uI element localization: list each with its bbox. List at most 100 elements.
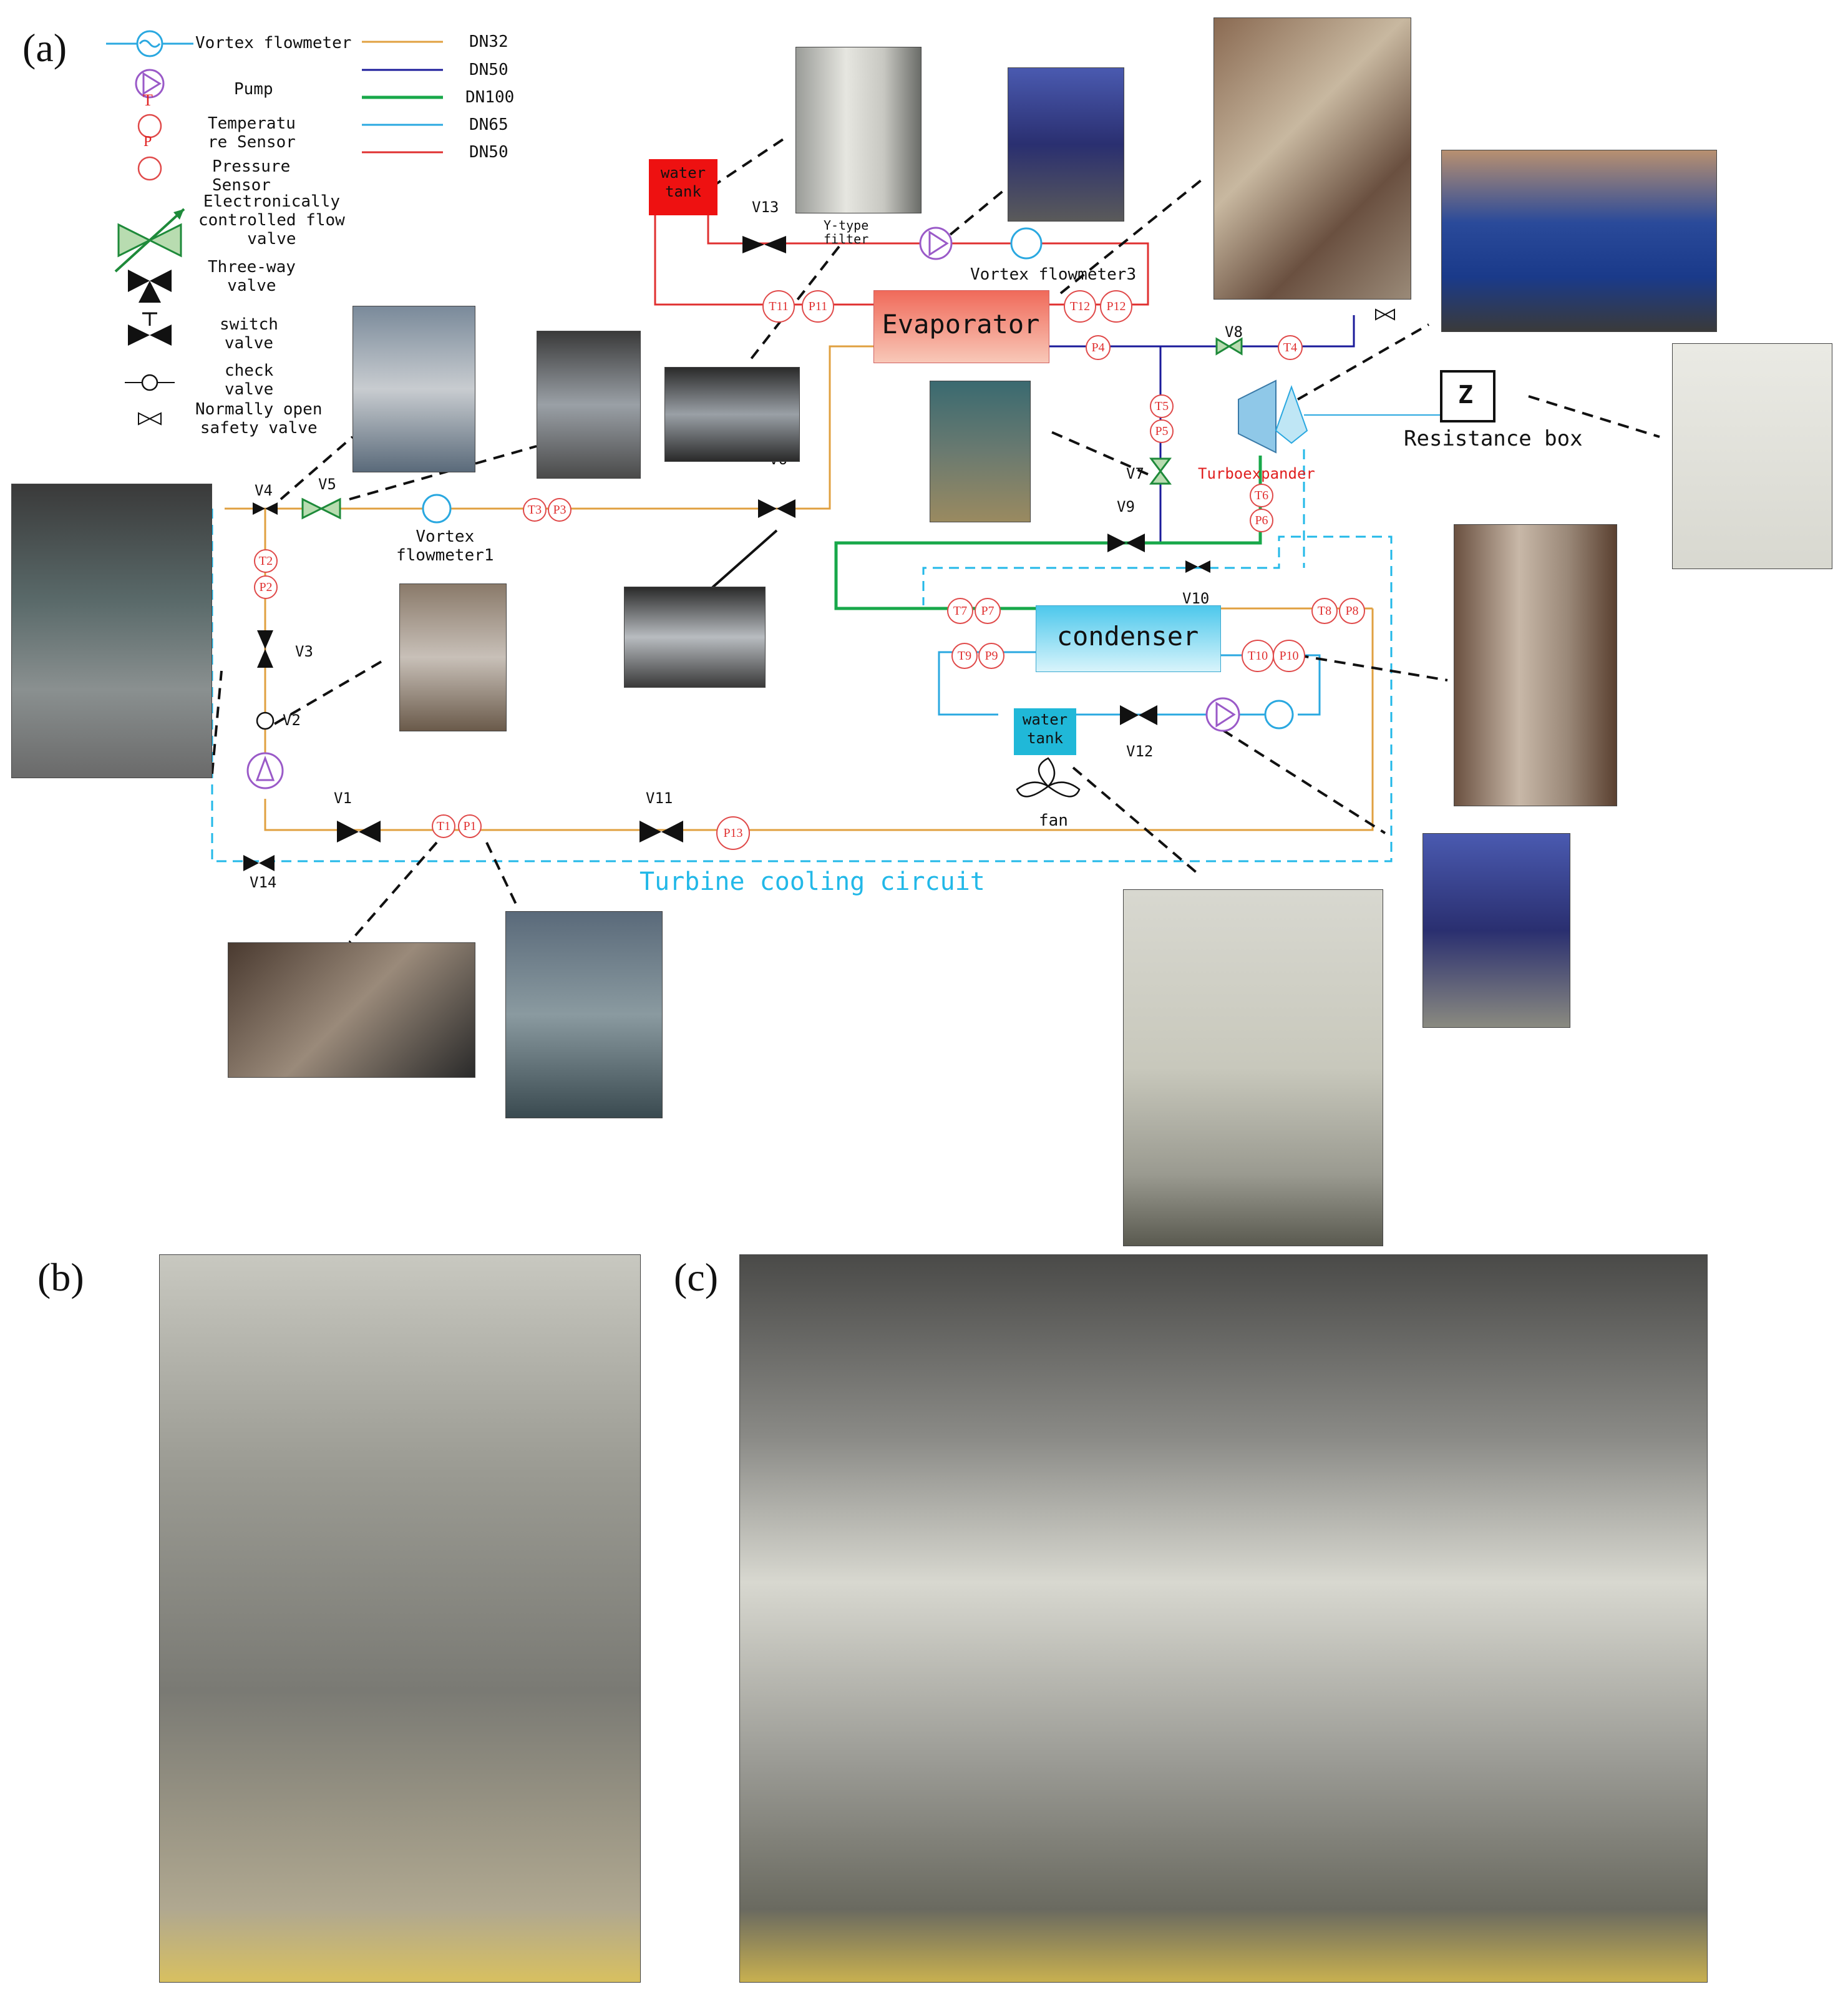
switch-valve-photo xyxy=(624,587,766,688)
legend-pipe-dn100: DN100 xyxy=(465,88,515,107)
turboexpander-photo xyxy=(1441,150,1717,332)
sensor-t11: T11 xyxy=(762,290,795,323)
safety-valve-icon xyxy=(138,412,152,426)
top-water-tank xyxy=(649,159,717,215)
turboexpander-label: Turboexpander xyxy=(1198,465,1315,482)
valve-v5: V5 xyxy=(318,476,336,493)
legend-p-symbol: P xyxy=(143,134,152,150)
cooling-tower-photo xyxy=(1123,889,1383,1246)
valve-v3: V3 xyxy=(295,643,313,660)
pipe-legend-lines xyxy=(362,41,443,154)
valve-v12: V12 xyxy=(1126,743,1154,760)
legend-pipe-dn50-red: DN50 xyxy=(469,143,508,162)
y-filter-photo xyxy=(664,367,800,462)
evaporator-label: Evaporator xyxy=(882,309,1040,339)
condenser-photo xyxy=(1454,524,1617,806)
sensor-t1: T1 xyxy=(432,814,455,838)
sensor-t3: T3 xyxy=(523,498,547,522)
valve-v7-photo xyxy=(930,381,1031,522)
y-filter-photo-left xyxy=(353,306,475,472)
valve-v7: V7 xyxy=(1126,465,1144,482)
sensor-p11: P11 xyxy=(802,290,834,323)
sensor-p1: P1 xyxy=(458,814,482,838)
legend-pipe-dn32: DN32 xyxy=(469,32,508,51)
flow-valve-icon xyxy=(117,223,152,258)
temperature-sensor-photo xyxy=(228,942,475,1078)
valve-v9: V9 xyxy=(1117,498,1135,515)
panel-label-c: (c) xyxy=(674,1255,719,1299)
vortex-flowmeter3-label: Vortex flowmeter3 xyxy=(970,265,1137,284)
sensor-t9: T9 xyxy=(951,643,978,669)
panel-label-b: (b) xyxy=(37,1255,84,1299)
condenser xyxy=(1036,605,1221,672)
resistance-symbol: Z xyxy=(1458,381,1474,409)
pump-photo-bottom xyxy=(1422,833,1570,1028)
pressure-sensor-icon xyxy=(137,156,162,181)
legend-pipe-dn50: DN50 xyxy=(469,61,508,79)
pressure-sensor-photo xyxy=(505,911,663,1118)
sensor-p5: P5 xyxy=(1150,419,1174,443)
valve-v2: V2 xyxy=(283,711,301,729)
legend-vortex-label: Vortex flowmeter xyxy=(195,34,352,52)
resistance-box-label: Resistance box xyxy=(1404,426,1583,451)
sensor-t8: T8 xyxy=(1311,598,1338,624)
temperature-sensor-icon xyxy=(137,114,162,139)
test-rig-photo-b xyxy=(159,1254,641,1983)
turbine-cooling-circuit-label: Turbine cooling circuit xyxy=(640,867,985,896)
sensor-t6: T6 xyxy=(1250,484,1273,507)
evaporator-photo xyxy=(1213,17,1411,300)
resistance-box-photo xyxy=(1672,343,1832,569)
bottom-water-tank xyxy=(1014,708,1076,755)
valve-v14: V14 xyxy=(250,874,277,891)
sensor-p3: P3 xyxy=(548,498,571,522)
sensor-p7: P7 xyxy=(975,598,1001,624)
sensor-p8: P8 xyxy=(1339,598,1365,624)
sensor-t5: T5 xyxy=(1150,394,1174,418)
sensor-p13: P13 xyxy=(716,816,750,850)
sensor-t12: T12 xyxy=(1064,290,1096,323)
check-valve-photo xyxy=(399,583,507,731)
legend-symbols xyxy=(106,30,443,426)
pump-photo-top xyxy=(1008,67,1124,222)
valve-v13: V13 xyxy=(752,198,779,216)
water-tank-photo xyxy=(795,47,922,213)
valve-v4: V4 xyxy=(255,482,273,499)
flow-valve-photo xyxy=(537,331,641,479)
main-pump-photo xyxy=(11,484,212,778)
sensor-p12: P12 xyxy=(1100,290,1132,323)
sensor-t2: T2 xyxy=(254,549,278,573)
sensor-p10: P10 xyxy=(1273,640,1305,672)
legend-pump-label: Pump xyxy=(234,80,273,99)
sensor-p2: P2 xyxy=(254,575,278,599)
sensor-p4: P4 xyxy=(1086,335,1111,360)
panel-label-a: (a) xyxy=(22,26,67,70)
three-way-valve-icon xyxy=(139,281,161,303)
sensor-p6: P6 xyxy=(1250,509,1273,532)
sensor-t4: T4 xyxy=(1278,335,1303,360)
evaporator xyxy=(873,290,1049,363)
test-rig-photo-c xyxy=(739,1254,1708,1983)
valve-v10: V10 xyxy=(1182,590,1210,607)
valve-v8: V8 xyxy=(1225,323,1243,341)
schematic-pipes xyxy=(211,136,1660,944)
sensor-t7: T7 xyxy=(947,598,973,624)
switch-valve-icon xyxy=(128,325,150,346)
legend-pipe-dn65: DN65 xyxy=(469,115,508,134)
check-valve-icon xyxy=(141,374,158,391)
valve-v11: V11 xyxy=(646,789,673,807)
legend-t-symbol: T xyxy=(143,91,153,109)
sensor-t10: T10 xyxy=(1242,640,1274,672)
fan-label: fan xyxy=(1039,811,1068,830)
condenser-label: condenser xyxy=(1056,621,1199,652)
